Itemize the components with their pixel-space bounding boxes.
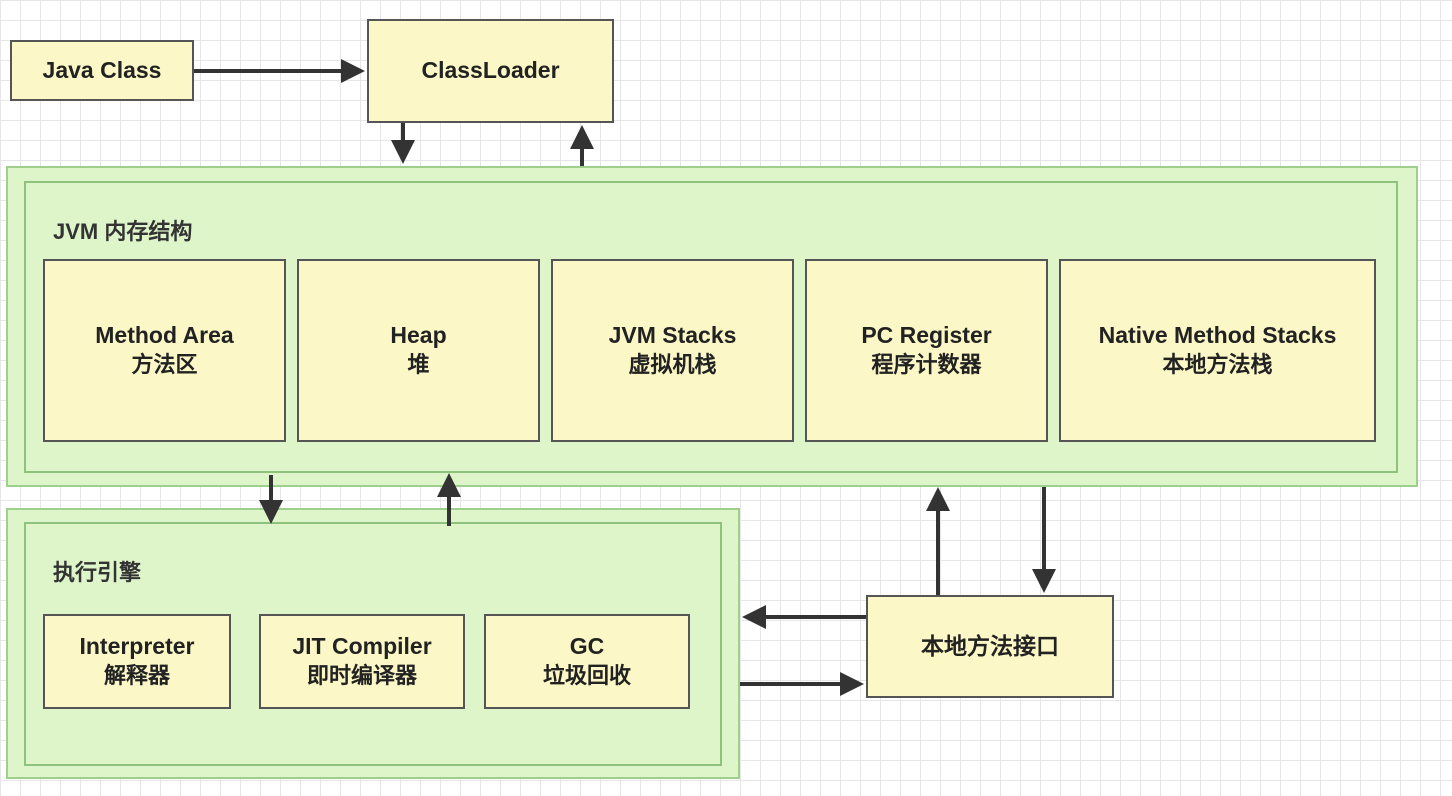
native-method-stacks-cn-label: 本地方法栈: [1162, 352, 1273, 378]
pc-register-cn-label: 程序计数器: [871, 352, 982, 378]
heap-box: Heap 堆: [297, 259, 540, 442]
gc-box: GC 垃圾回收: [484, 614, 690, 709]
jvm-memory-inner-frame: [24, 181, 1398, 473]
native-interface-node: 本地方法接口: [866, 595, 1114, 698]
method-area-box: Method Area 方法区: [43, 259, 286, 442]
jvm-memory-label: JVM 内存结构: [53, 219, 193, 244]
interpreter-box: Interpreter 解释器: [43, 614, 231, 709]
native-method-stacks-box: Native Method Stacks 本地方法栈: [1059, 259, 1376, 442]
jit-compiler-label: JIT Compiler: [292, 633, 432, 660]
pc-register-box: PC Register 程序计数器: [805, 259, 1048, 442]
classloader-node: ClassLoader: [367, 19, 614, 123]
heap-cn-label: 堆: [407, 352, 430, 378]
pc-register-label: PC Register: [861, 322, 992, 349]
jit-compiler-box: JIT Compiler 即时编译器: [259, 614, 465, 709]
method-area-cn-label: 方法区: [131, 352, 198, 378]
execution-engine-inner-frame: [24, 522, 722, 766]
heap-label: Heap: [390, 322, 447, 349]
gc-cn-label: 垃圾回收: [542, 663, 631, 689]
interpreter-label: Interpreter: [79, 633, 195, 660]
jit-compiler-cn-label: 即时编译器: [306, 663, 417, 689]
jvm-stacks-box: JVM Stacks 虚拟机栈: [551, 259, 794, 442]
gc-label: GC: [569, 633, 605, 660]
method-area-label: Method Area: [95, 322, 234, 349]
jvm-stacks-cn-label: 虚拟机栈: [628, 352, 717, 378]
java-class-node: Java Class: [10, 40, 194, 101]
native-interface-label: 本地方法接口: [921, 632, 1059, 659]
jvm-stacks-label: JVM Stacks: [608, 322, 737, 349]
java-class-label: Java Class: [42, 56, 162, 83]
native-method-stacks-label: Native Method Stacks: [1098, 322, 1337, 349]
classloader-label: ClassLoader: [421, 57, 560, 84]
interpreter-cn-label: 解释器: [103, 663, 170, 689]
execution-engine-label: 执行引擎: [53, 560, 142, 585]
